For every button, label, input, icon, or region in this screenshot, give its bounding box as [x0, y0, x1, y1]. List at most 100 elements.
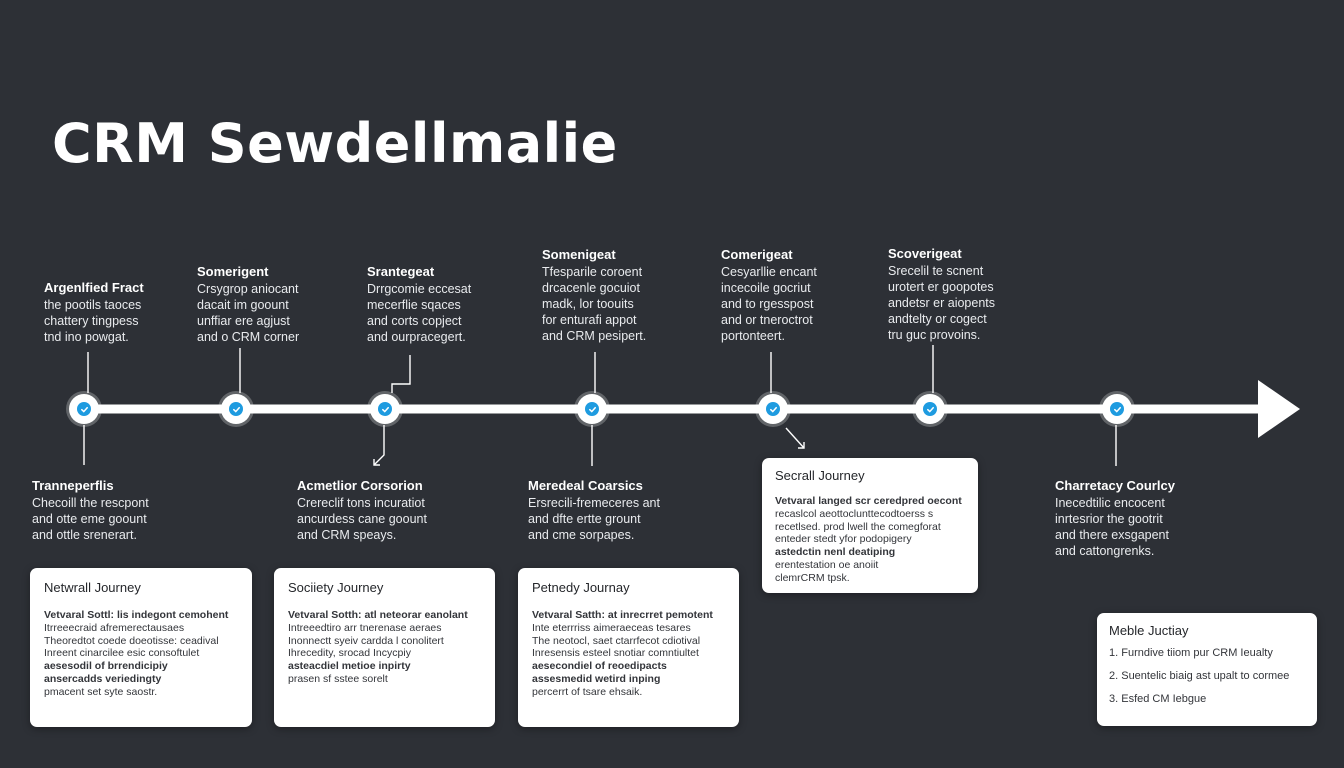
check-icon: [229, 402, 243, 416]
bottom-label-line: and dfte ertte grount: [528, 512, 641, 526]
top-label-line: chattery tingpess: [44, 314, 139, 328]
top-label-line: madk, lor toouits: [542, 297, 634, 311]
top-label-line: and CRM pesipert.: [542, 329, 647, 343]
top-label-line: and to rgesspost: [721, 297, 814, 311]
top-label-heading: Scoverigeat: [888, 246, 962, 261]
bottom-label-heading: Charretacy Courlcy: [1055, 478, 1175, 493]
card-row: Theoredtot coede doeotisse: ceadival: [44, 634, 219, 647]
card-title: Netwrall Journey: [44, 580, 141, 595]
journey-card-2[interactable]: Sociiety Journey Vetvaral Sotth: atl net…: [274, 568, 495, 727]
top-label-line: mecerflie sqaces: [367, 298, 461, 312]
card-row: percerrt of tsare ehsaik.: [532, 685, 643, 698]
top-label-heading: Somerigent: [197, 264, 269, 279]
check-icon: [585, 402, 599, 416]
journey-card-4[interactable]: Secrall Journey Vetvaral langed scr cere…: [762, 458, 978, 593]
card-title: Meble Juctiay: [1109, 623, 1189, 638]
top-label-line: for enturafi appot: [542, 313, 637, 327]
top-label-line: dacait im goount: [197, 298, 289, 312]
timeline-node-1[interactable]: [69, 394, 99, 424]
bottom-label-line: and ottle srenerart.: [32, 528, 137, 542]
top-label-line: andetsr er aiopents: [888, 296, 996, 310]
timeline-node-2[interactable]: [221, 394, 251, 424]
card-row: prasen sf sstee sorelt: [288, 672, 388, 685]
card-row: Vetvaral langed scr ceredpred oecont: [775, 495, 962, 507]
top-label-heading: Argenlfied Fract: [44, 280, 144, 295]
card-row: Itrreeecraid afremerectausaes: [44, 621, 185, 634]
card-row: recetlsed. prod lwell the comegforat: [775, 520, 941, 533]
bottom-label-line: and there exsgapent: [1055, 528, 1169, 542]
top-label-line: Drrgcomie eccesat: [367, 282, 472, 296]
timeline-node-7[interactable]: [1102, 394, 1132, 424]
top-label-line: tru guc provoins.: [888, 328, 981, 342]
bottom-label-line: ancurdess cane goount: [297, 512, 427, 526]
bottom-label-heading: Tranneperflis: [32, 478, 114, 493]
page-title: CRM Sewdellmalie: [52, 112, 618, 175]
bottom-label-heading: Meredeal Coarsics: [528, 478, 643, 493]
card-row: enteder stedt yfor podopigery: [775, 533, 912, 546]
top-label-2: Somerigent Crsygrop aniocant dacait im g…: [197, 264, 299, 345]
card-row: pmacent set syte saostr.: [44, 685, 158, 698]
card-row: ansercadds veriedingty: [44, 672, 162, 685]
bottom-label-line: Crereclif tons incuratiot: [297, 496, 425, 510]
card-row: The neotocl, saet ctarrfecot cdiotival: [532, 634, 701, 647]
bottom-label-line: and cattongrenks.: [1055, 544, 1155, 558]
top-label-line: drcacenle gocuiot: [542, 281, 640, 295]
timeline-arrowhead: [1258, 380, 1300, 438]
top-label-line: and ourpracegert.: [367, 330, 466, 344]
bottom-label-1: Tranneperflis Checoill the rescpont and …: [32, 478, 149, 543]
timeline-node-6[interactable]: [915, 394, 945, 424]
card-row: aesesodil of brrendicipiy: [44, 660, 168, 673]
card-row: Inresensis esteel snotiar comntiultet: [532, 647, 699, 660]
check-icon: [1110, 402, 1124, 416]
bottom-label-line: inrtesrior the gootrit: [1055, 512, 1163, 526]
card-row: erentestation oe anoiit: [775, 558, 879, 571]
card-row: Ihrecedity, srocad Incycpiy: [288, 647, 411, 660]
top-label-line: and corts copject: [367, 314, 462, 328]
timeline-node-5[interactable]: [758, 394, 788, 424]
top-label-line: and or tneroctrot: [721, 313, 813, 327]
card-row: assesmedid wetird inping: [532, 672, 661, 685]
check-icon: [77, 402, 91, 416]
top-label-line: Cesyarllie encant: [721, 265, 817, 279]
check-icon: [766, 402, 780, 416]
top-label-1: Argenlfied Fract the pootils taoces chat…: [44, 280, 144, 345]
card-row: Vetvaral Sottl: lis indegont cemohent: [44, 609, 229, 621]
connector-down-5-tip: [798, 442, 805, 449]
bottom-label-line: and CRM speays.: [297, 528, 397, 542]
journey-card-1[interactable]: Netwrall Journey Vetvaral Sottl: lis ind…: [30, 568, 252, 727]
check-icon: [378, 402, 392, 416]
top-label-heading: Srantegeat: [367, 264, 435, 279]
connector-down-3: [373, 425, 385, 466]
top-label-line: Tfesparile coroent: [542, 265, 643, 279]
card-title: Secrall Journey: [775, 468, 865, 483]
connector-up-3: [391, 355, 411, 393]
top-label-line: portonteert.: [721, 329, 785, 343]
card-row: Inte eterrriss aimeraeceas tesares: [532, 621, 691, 634]
top-label-heading: Somenigeat: [542, 247, 616, 262]
card-row: recaslcol aeottoclunttecodtoerss s: [775, 507, 934, 520]
top-label-line: unffiar ere agjust: [197, 314, 290, 328]
bottom-label-3: Meredeal Coarsics Ersrecili-fremeceres a…: [528, 478, 660, 543]
timeline-node-4[interactable]: [577, 394, 607, 424]
bottom-label-4: Charretacy Courlcy Inecedtilic encocent …: [1055, 478, 1175, 559]
bottom-label-heading: Acmetlior Corsorion: [297, 478, 423, 493]
bottom-label-2: Acmetlior Corsorion Crereclif tons incur…: [297, 478, 427, 543]
bottom-label-line: Ersrecili-fremeceres ant: [528, 496, 660, 510]
card-row: Vetvaral Sotth: atl neteorar eanolant: [288, 609, 468, 621]
card-title: Sociiety Journey: [288, 580, 384, 595]
journey-card-3[interactable]: Petnedy Journay Vetvaral Satth: at inrec…: [518, 568, 739, 727]
top-label-heading: Comerigeat: [721, 247, 793, 262]
card-row: asteacdiel metioe inpirty: [288, 660, 411, 673]
connector-down-5: [785, 427, 805, 449]
check-icon: [923, 402, 937, 416]
mobile-journey-card[interactable]: Meble Juctiay 1. Furndive tiiom pur CRM …: [1097, 613, 1317, 726]
top-label-3: Srantegeat Drrgcomie eccesat mecerflie s…: [367, 264, 471, 345]
timeline-node-3[interactable]: [370, 394, 400, 424]
card-row: clemrCRM tpsk.: [775, 571, 850, 584]
list-item: 3. Esfed CM Iebgue: [1109, 693, 1207, 705]
card-row: Inonnectt syeiv cardda l conolitert: [288, 634, 444, 647]
top-label-6: Scoverigeat Srecelil te scnent urotert e…: [888, 246, 995, 343]
card-row: Intreeedtiro arr tnerenase aeraes: [288, 621, 442, 634]
bottom-label-line: Checoill the rescpont: [32, 496, 149, 510]
